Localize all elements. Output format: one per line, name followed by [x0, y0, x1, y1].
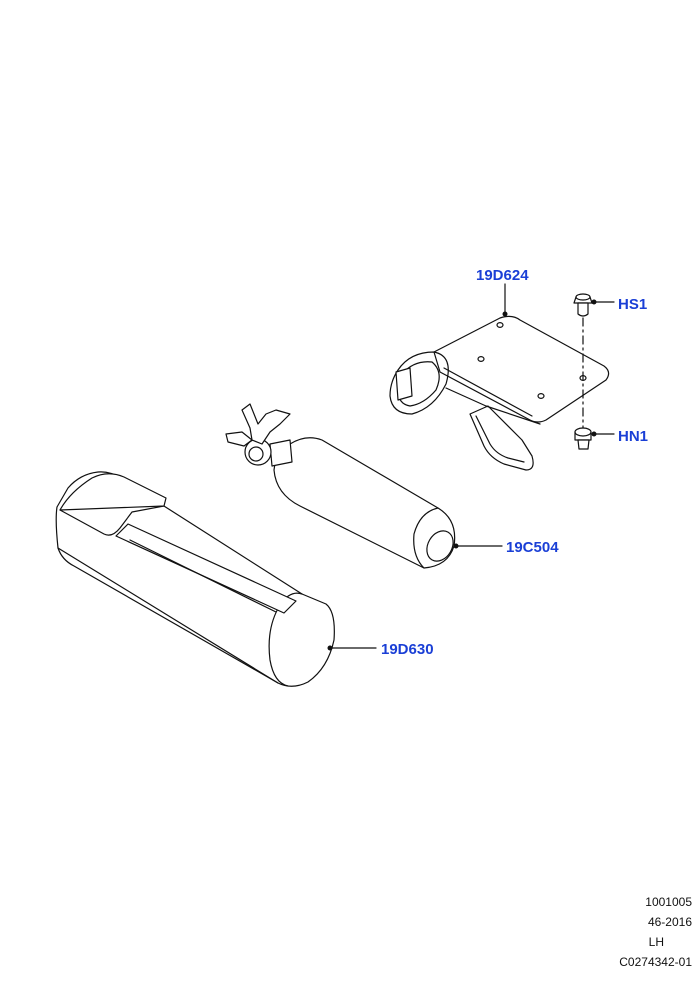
mounting-bracket[interactable]	[389, 315, 610, 471]
leader-dot-bracket	[502, 311, 508, 317]
footer-info: 1001005 46-2016 LH C0274342-01	[552, 895, 692, 969]
leader-dot-extinguisher	[453, 543, 459, 549]
footer-side: LH	[648, 935, 664, 949]
callout-HN1[interactable]: HN1	[618, 428, 649, 445]
leader-dot-nut	[591, 431, 597, 437]
leader-dot-screw	[591, 299, 597, 305]
callout-19C504[interactable]: 19C504	[506, 539, 559, 556]
footer-ref: C0274342-01	[619, 955, 692, 969]
footer-date: 46-2016	[647, 915, 692, 929]
fire-extinguisher[interactable]	[225, 403, 458, 569]
callout-HS1[interactable]: HS1	[618, 296, 648, 313]
footer-code: 1001005	[645, 895, 692, 909]
callout-19D624[interactable]: 19D624	[476, 267, 529, 284]
callout-19D630[interactable]: 19D630	[381, 641, 434, 658]
screw[interactable]	[573, 293, 593, 317]
nut[interactable]	[574, 427, 592, 450]
extinguisher-cover[interactable]	[55, 471, 335, 687]
leader-dot-cover	[327, 645, 333, 651]
